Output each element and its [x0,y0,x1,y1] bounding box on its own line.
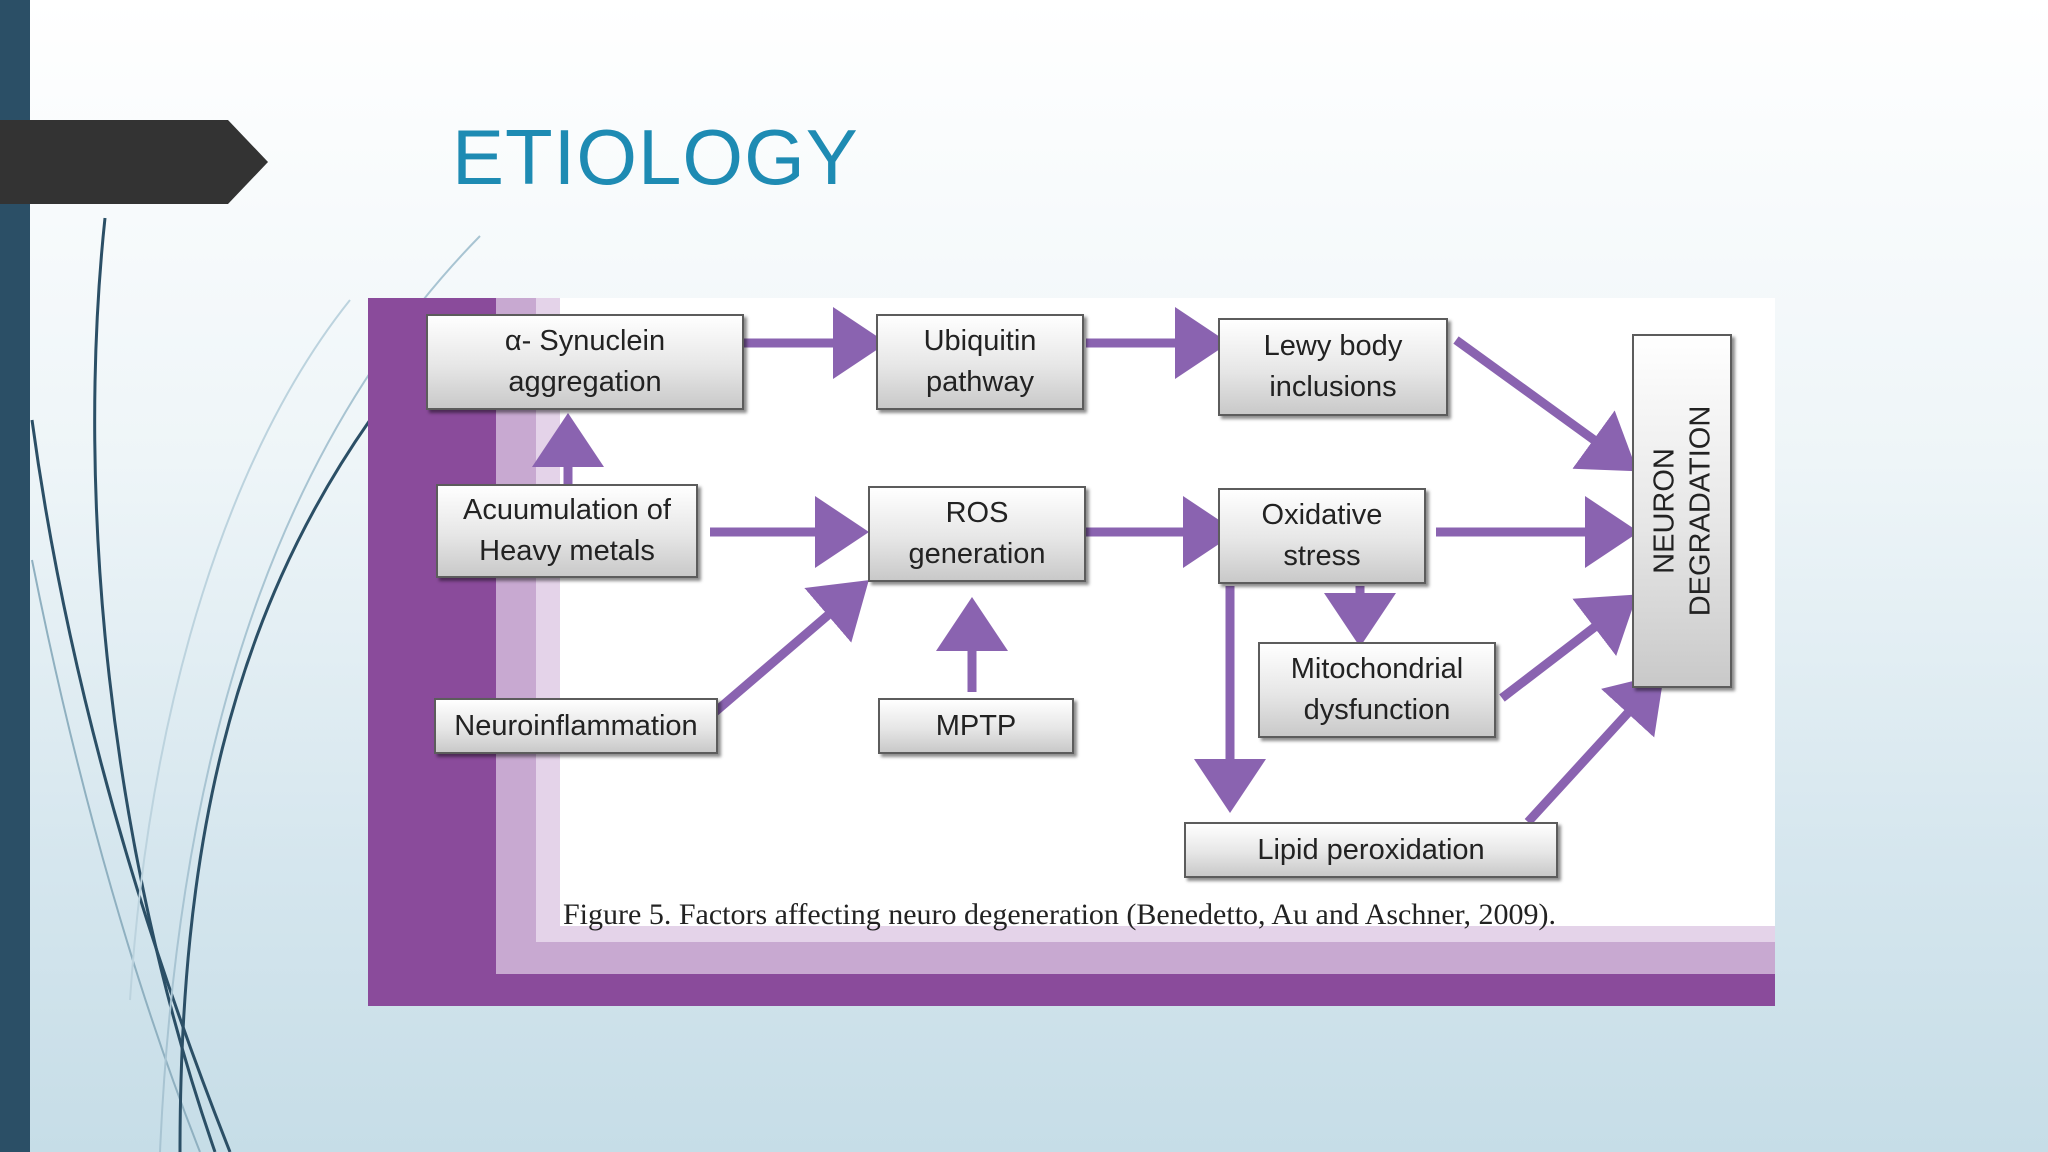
figure-frame-bottom [368,974,1775,1006]
node-mptp: MPTP [878,698,1074,754]
node-neuron-degradation: NEURON DEGRADATION [1632,334,1732,688]
node-mitochondrial-dysfunction: Mitochondrial dysfunction [1258,642,1496,738]
figure-frame-lilac-inner [536,298,560,974]
arrow-lipid-to-neuron [1524,673,1665,826]
figure-frame-bottom-inner [560,926,1775,942]
arrow-neuroinflammation-to-ros [705,580,869,722]
figure-frame-left [368,298,496,1006]
node-synuclein-aggregation: α- Synuclein aggregation [426,314,744,410]
arrow-mitochondrial-to-neuron [1499,594,1638,702]
node-neuroinflammation: Neuroinflammation [434,698,718,754]
figure-frame-bottom-lilac [496,942,1775,974]
node-oxidative-stress: Oxidative stress [1218,488,1426,584]
diagram-arrows [532,307,1665,826]
node-lewy-body-inclusions: Lewy body inclusions [1218,318,1448,416]
slide-title: ETIOLOGY [452,113,859,201]
diagram-figure: α- Synuclein aggregation Ubiquitin pathw… [368,298,1775,1006]
title-tab-arrow [0,120,268,204]
node-lipid-peroxidation: Lipid peroxidation [1184,822,1558,878]
figure-frame-lilac [496,298,536,974]
figure-caption: Figure 5. Factors affecting neuro degene… [563,898,1556,931]
arrow-lewy-to-neuron [1453,336,1638,472]
node-heavy-metals: Acuumulation of Heavy metals [436,484,698,578]
node-ros-generation: ROS generation [868,486,1086,582]
node-ubiquitin-pathway: Ubiquitin pathway [876,314,1084,410]
neuron-degradation-label: NEURON DEGRADATION [1648,405,1717,617]
